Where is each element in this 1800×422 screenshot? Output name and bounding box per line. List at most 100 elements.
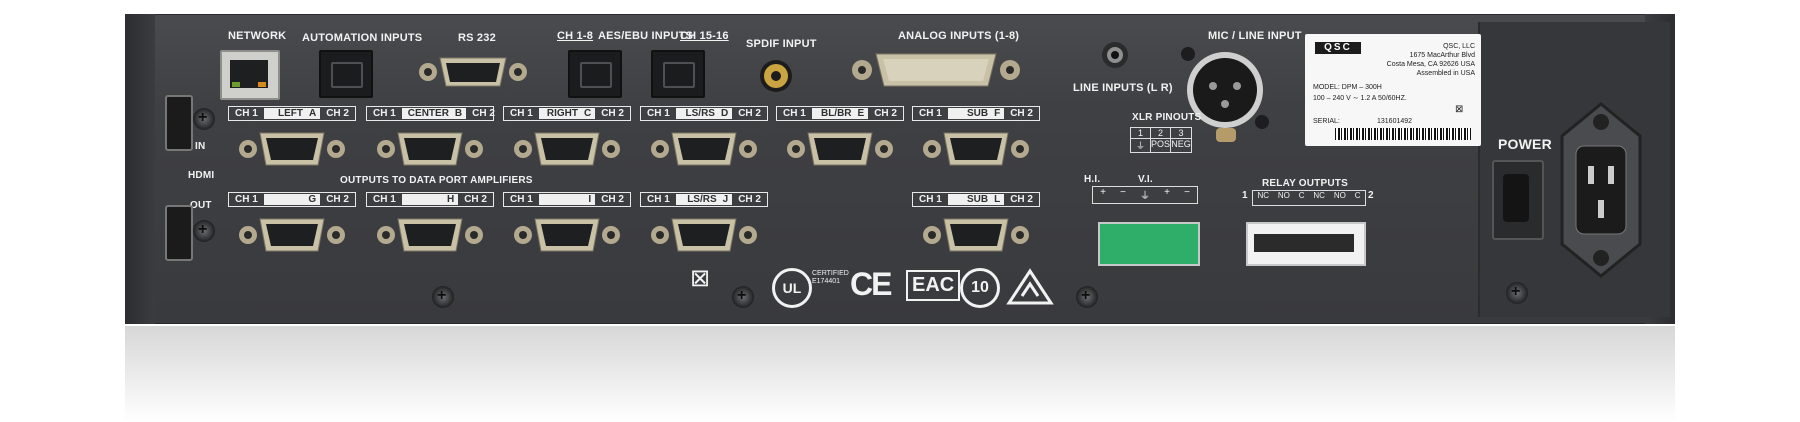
output-group-name: RIGHT C (538, 108, 596, 119)
output-letter: E (857, 108, 865, 119)
vi-minus: − (1184, 187, 1190, 198)
table-reflection (125, 326, 1675, 422)
output-group-name: I (538, 194, 596, 205)
relay-outputs-label: RELAY OUTPUTS (1262, 178, 1348, 189)
ch1-label: CH 1 (510, 108, 533, 119)
hi-plus: + (1100, 187, 1106, 198)
aes-ebu-ch15-16-port[interactable] (651, 50, 705, 98)
output-port-top-1[interactable] (377, 132, 483, 166)
power-switch[interactable] (1492, 160, 1544, 240)
rack-ear-left (125, 14, 155, 324)
screw-icon (432, 286, 454, 308)
network-label: NETWORK (228, 30, 287, 42)
output-port-bottom-2[interactable] (514, 218, 620, 252)
ch2-label: CH 2 (738, 194, 761, 205)
sticker-model: MODEL: DPM – 300H (1313, 84, 1382, 91)
qsc-logo: QSC (1315, 42, 1361, 54)
network-port[interactable] (220, 50, 280, 100)
line-inputs-label: LINE INPUTS (L R) (1073, 82, 1173, 94)
ch2-label: CH 2 (601, 108, 624, 119)
hi-vi-terminal-block[interactable] (1098, 222, 1200, 266)
xlr-pin-3: 3 (1171, 128, 1191, 139)
hdmi-label: HDMI (188, 170, 215, 181)
output-port-bottom-1[interactable] (377, 218, 483, 252)
line-input-jack[interactable] (1100, 40, 1130, 70)
analog-inputs-port[interactable] (850, 48, 1022, 92)
iec-power-inlet[interactable] (1556, 100, 1646, 280)
output-port-top-3[interactable] (651, 132, 757, 166)
relay-1-label: 1 (1242, 190, 1248, 201)
automation-inputs-port[interactable] (319, 50, 373, 98)
relay1-nc: NC (1257, 191, 1269, 200)
ul-certified-text: CERTIFIED (812, 270, 849, 277)
hi-vi-polarity: + − ⏚ + − (1092, 186, 1198, 204)
mic-line-input-label: MIC / LINE INPUT (1208, 30, 1302, 42)
output-group-name: G (263, 194, 321, 205)
ch2-label: CH 2 (1010, 194, 1033, 205)
ch2-label: CH 2 (472, 108, 495, 119)
output-name: CENTER (407, 108, 449, 119)
ch1-8-label: CH 1-8 (557, 30, 594, 42)
hdmi-in-label: IN (195, 141, 206, 152)
aes-ebu-ch1-8-port[interactable] (568, 50, 622, 98)
hdmi-in-port[interactable] (165, 95, 193, 151)
sticker-address-line2: Costa Mesa, CA 92626 USA (1386, 61, 1475, 68)
aes-ebu-inputs-label: AES/EBU INPUTS (598, 30, 694, 42)
relay-terminal-block[interactable] (1246, 222, 1366, 266)
output-name: SUB (966, 108, 989, 119)
vi-plus: + (1164, 187, 1170, 198)
ch1-label: CH 1 (373, 108, 396, 119)
weee-icon: ⊠ (1455, 104, 1464, 115)
output-port-top-2[interactable] (514, 132, 620, 166)
ch1-label: CH 1 (919, 194, 942, 205)
output-letter: H (446, 194, 455, 205)
eac-mark-icon: EAC (906, 270, 961, 301)
vi-label: V.I. (1138, 174, 1153, 185)
automation-inputs-label: AUTOMATION INPUTS (302, 32, 423, 44)
screw-icon (1076, 286, 1098, 308)
output-letter: I (588, 194, 592, 205)
output-port-top-4[interactable] (787, 132, 893, 166)
xlr-pinout-table: 1 2 3 ⏚ POS NEG (1130, 127, 1192, 153)
ce-mark-icon: CE (850, 266, 892, 302)
output-port-bottom-0[interactable] (239, 218, 345, 252)
output-port-top-5[interactable] (923, 132, 1029, 166)
relay1-c: C (1298, 191, 1305, 200)
ch1-label: CH 1 (373, 194, 396, 205)
sticker-serial-number: 131601492 (1377, 118, 1413, 125)
sticker-address-line1: 1675 MacArthur Blvd (1409, 52, 1475, 59)
sticker-assembled: Assembled in USA (1416, 70, 1475, 77)
mic-line-xlr-input[interactable] (1180, 44, 1270, 144)
xlr-pinouts-label: XLR PINOUTS (1132, 112, 1202, 123)
ch1-label: CH 1 (647, 194, 670, 205)
hi-label: H.I. (1084, 174, 1101, 185)
ch1-label: CH 1 (919, 108, 942, 119)
output-port-bottom-3[interactable] (651, 218, 757, 252)
sticker-address: QSC, LLC 1675 MacArthur Blvd Costa Mesa,… (1387, 42, 1475, 78)
ch1-label: CH 1 (783, 108, 806, 119)
output-port-top-0[interactable] (239, 132, 345, 166)
ch2-label: CH 2 (738, 108, 761, 119)
output-letter: C (583, 108, 592, 119)
screw-icon (193, 220, 215, 242)
spdif-input-jack[interactable] (758, 58, 794, 94)
serial-barcode (1335, 128, 1471, 140)
sticker-company: QSC, LLC (1443, 43, 1475, 50)
output-name: RIGHT (546, 108, 578, 119)
rs232-port[interactable] (418, 52, 528, 92)
sticker-rating: 100 – 240 V ∼ 1.2 A 50/60HZ. (1313, 95, 1407, 102)
output-name: LS/RS (685, 108, 715, 119)
output-port-bottom-4[interactable] (923, 218, 1029, 252)
hdmi-out-port[interactable] (165, 205, 193, 261)
